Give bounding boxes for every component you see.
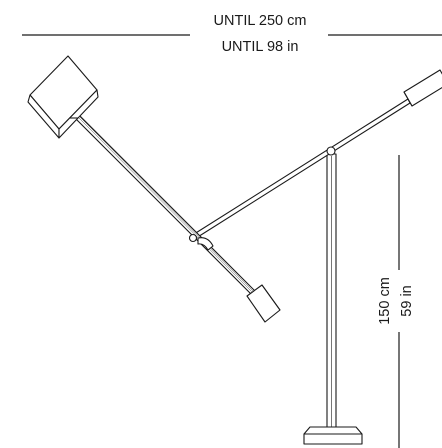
top-pivot bbox=[326, 146, 336, 156]
width-metric-label: UNTIL 250 cm bbox=[214, 13, 307, 29]
right-end-piece-edge bbox=[403, 91, 413, 107]
base-top-face bbox=[303, 426, 363, 435]
shade-side-face bbox=[58, 89, 99, 139]
height-imperial-label: 59 in bbox=[399, 285, 415, 316]
central-hinge bbox=[188, 233, 214, 251]
counterweight-edge bbox=[261, 284, 281, 311]
lamp-base bbox=[303, 426, 363, 445]
main-arm bbox=[74, 114, 258, 297]
height-metric-label: 150 cm bbox=[377, 277, 393, 325]
hinge-bracket bbox=[197, 237, 214, 251]
lamp-head bbox=[27, 55, 99, 139]
main-arm-inner-line bbox=[77, 115, 257, 296]
right-end-piece bbox=[403, 69, 442, 107]
counterweight bbox=[246, 284, 281, 323]
central-pivot bbox=[188, 233, 198, 243]
width-imperial-label: UNTIL 98 in bbox=[222, 39, 299, 55]
upper-arm bbox=[190, 69, 442, 241]
floor-lamp bbox=[27, 55, 442, 445]
shade-top-face bbox=[29, 55, 98, 130]
base-front-face bbox=[303, 433, 363, 445]
upper-arm-rod bbox=[190, 98, 411, 241]
